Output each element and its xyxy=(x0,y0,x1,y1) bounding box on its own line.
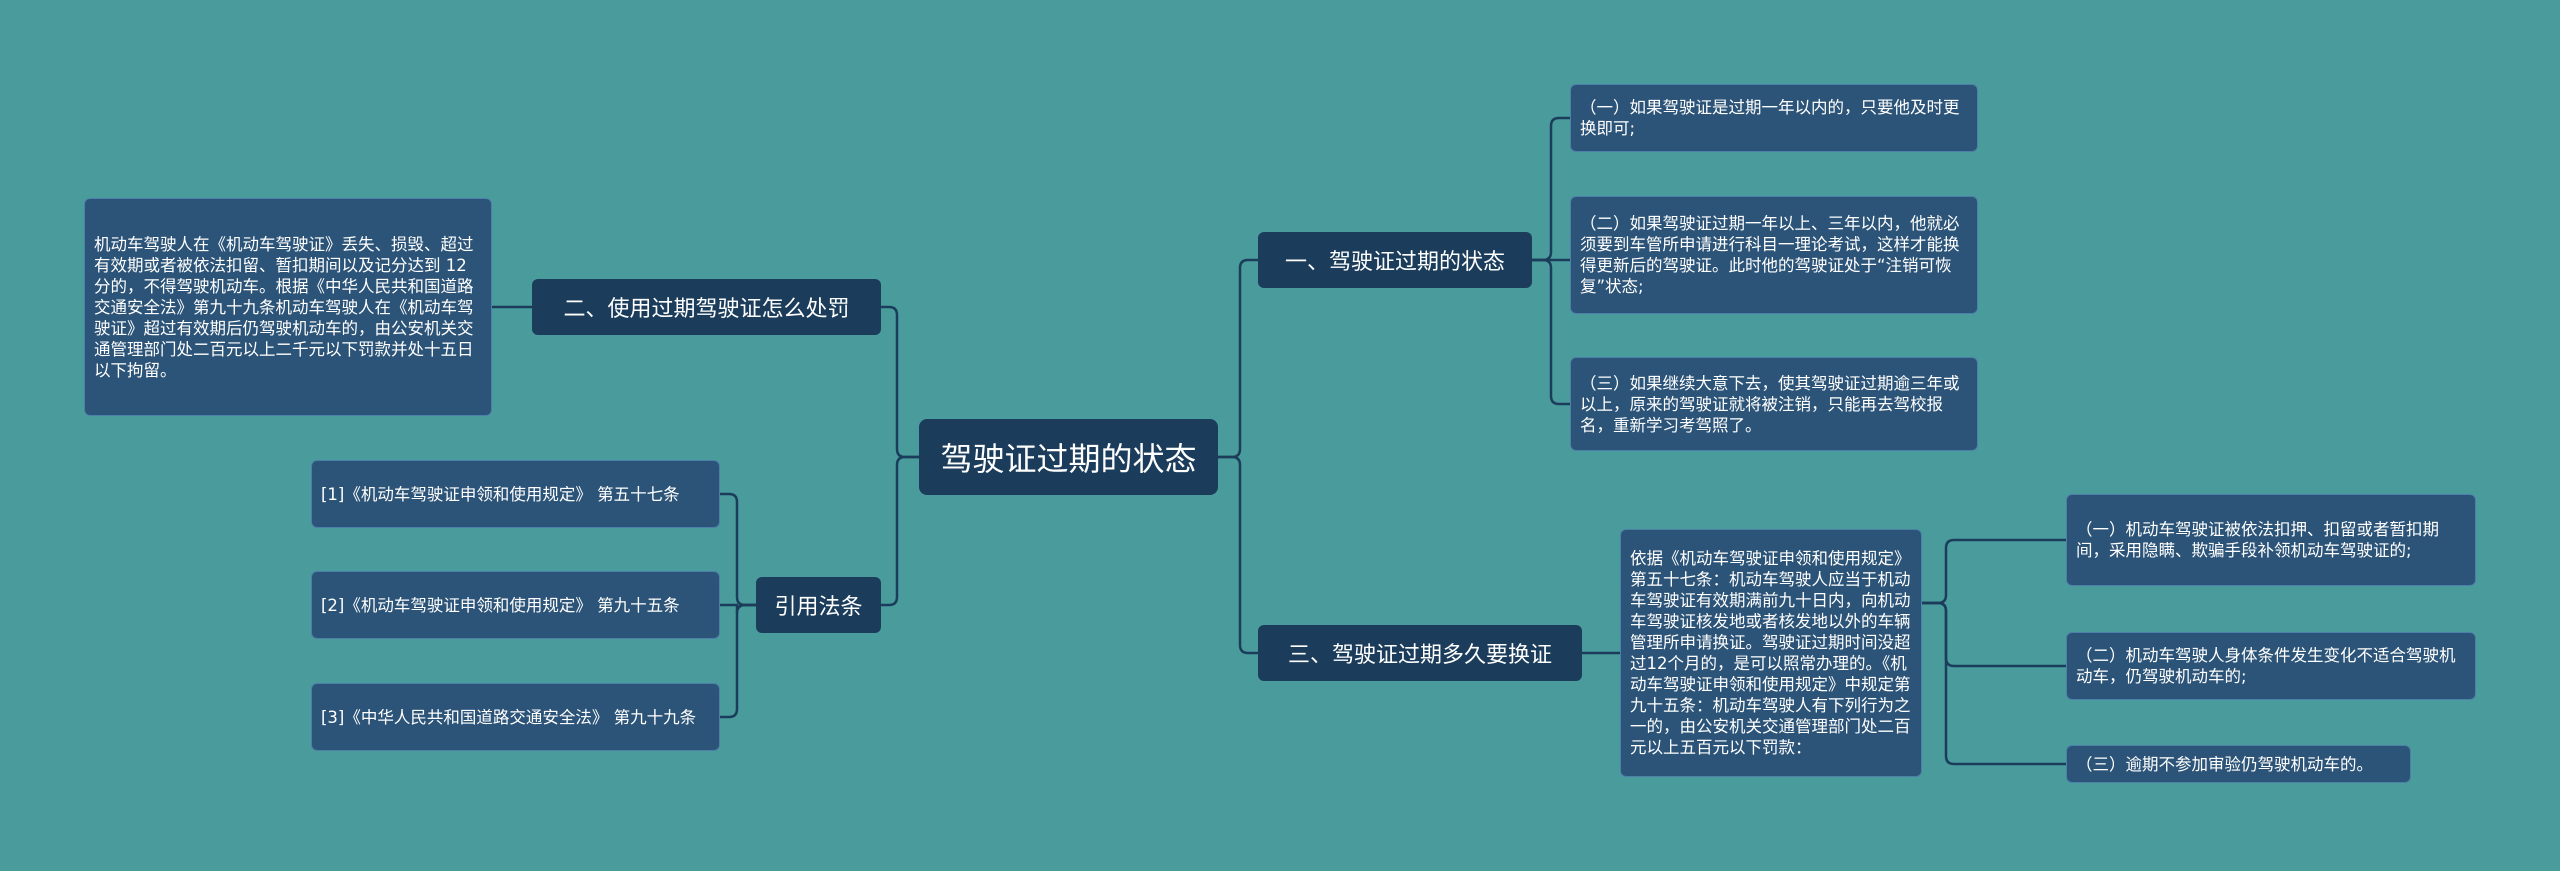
leaf-expired-one-to-three-years[interactable]: （二）如果驾驶证过期一年以上、三年以内，他就必须要到车管所申请进行科目一理论考试… xyxy=(1570,196,1978,314)
root-label: 驾驶证过期的状态 xyxy=(940,440,1197,478)
leaf-law-3[interactable]: [3]《中华人民共和国道路交通安全法》 第九十九条 xyxy=(311,683,720,751)
branch-label: 引用法条 xyxy=(774,595,863,620)
leaf-expired-within-one-year[interactable]: （一）如果驾驶证是过期一年以内的，只要他及时更换即可; xyxy=(1570,84,1978,152)
leaf-renewal-regulation[interactable]: 依据《机动车驾驶证申领和使用规定》第五十七条：机动车驾驶人应当于机动车驾驶证有效… xyxy=(1620,529,1922,777)
leaf-text: [1]《机动车驾驶证申领和使用规定》 第五十七条 xyxy=(321,484,680,504)
leaf-expired-over-three-years[interactable]: （三）如果继续大意下去，使其驾驶证过期逾三年或以上，原来的驾驶证就将被注销，只能… xyxy=(1570,357,1978,451)
branch-penalty[interactable]: 二、使用过期驾驶证怎么处罚 xyxy=(532,279,881,335)
branch-label: 三、驾驶证过期多久要换证 xyxy=(1287,643,1552,668)
link-b1-item3 xyxy=(1530,258,1572,406)
leaf-text: [3]《中华人民共和国道路交通安全法》 第九十九条 xyxy=(321,707,697,727)
link-root-b2 xyxy=(879,305,921,459)
link-detail-item2 xyxy=(1920,601,2068,668)
leaf-law-1[interactable]: [1]《机动车驾驶证申领和使用规定》 第五十七条 xyxy=(311,460,720,528)
leaf-text: 依据《机动车驾驶证申领和使用规定》第五十七条：机动车驾驶人应当于机动车驾驶证有效… xyxy=(1630,549,1911,757)
link-root-b3 xyxy=(1216,455,1260,655)
leaf-penalty-health-condition[interactable]: （二）机动车驾驶人身体条件发生变化不适合驾驶机动车，仍驾驶机动车的; xyxy=(2066,632,2476,700)
branch-label: 一、驾驶证过期的状态 xyxy=(1284,250,1505,275)
leaf-penalty-detail[interactable]: 机动车驾驶人在《机动车驾驶证》丢失、损毁、超过有效期或者被依法扣留、暂扣期间以及… xyxy=(84,198,492,416)
branch-label: 二、使用过期驾驶证怎么处罚 xyxy=(563,297,850,322)
branch-renewal-period[interactable]: 三、驾驶证过期多久要换证 xyxy=(1258,625,1582,681)
branch-cited-laws[interactable]: 引用法条 xyxy=(756,577,881,633)
link-detail-item3 xyxy=(1920,601,2068,766)
leaf-text: （三）如果继续大意下去，使其驾驶证过期逾三年或以上，原来的驾驶证就将被注销，只能… xyxy=(1580,373,1960,435)
branch-expired-status[interactable]: 一、驾驶证过期的状态 xyxy=(1258,232,1532,288)
link-root-b4 xyxy=(879,455,921,607)
leaf-text: [2]《机动车驾驶证申领和使用规定》 第九十五条 xyxy=(321,595,680,615)
link-b1-item1 xyxy=(1530,116,1572,262)
leaf-text: （二）如果驾驶证过期一年以上、三年以内，他就必须要到车管所申请进行科目一理论考试… xyxy=(1580,214,1960,296)
leaf-text: （一）机动车驾驶证被依法扣押、扣留或者暂扣期间，采用隐瞒、欺骗手段补领机动车驾驶… xyxy=(2076,520,2439,560)
leaf-text: （一）如果驾驶证是过期一年以内的，只要他及时更换即可; xyxy=(1580,98,1960,138)
leaf-penalty-fraud-reissue[interactable]: （一）机动车驾驶证被依法扣押、扣留或者暂扣期间，采用隐瞒、欺骗手段补领机动车驾驶… xyxy=(2066,494,2476,586)
leaf-text: 机动车驾驶人在《机动车驾驶证》丢失、损毁、超过有效期或者被依法扣留、暂扣期间以及… xyxy=(94,234,474,380)
link-root-b1 xyxy=(1216,258,1260,459)
leaf-penalty-no-inspection[interactable]: （三）逾期不参加审验仍驾驶机动车的。 xyxy=(2066,745,2411,783)
link-detail-item1 xyxy=(1920,538,2068,605)
link-b4-item3 xyxy=(718,603,758,719)
root-node[interactable]: 驾驶证过期的状态 xyxy=(919,419,1218,495)
leaf-text: （三）逾期不参加审验仍驾驶机动车的。 xyxy=(2076,754,2373,774)
leaf-law-2[interactable]: [2]《机动车驾驶证申领和使用规定》 第九十五条 xyxy=(311,571,720,639)
link-b4-item1 xyxy=(718,492,758,607)
leaf-text: （二）机动车驾驶人身体条件发生变化不适合驾驶机动车，仍驾驶机动车的; xyxy=(2076,646,2456,686)
